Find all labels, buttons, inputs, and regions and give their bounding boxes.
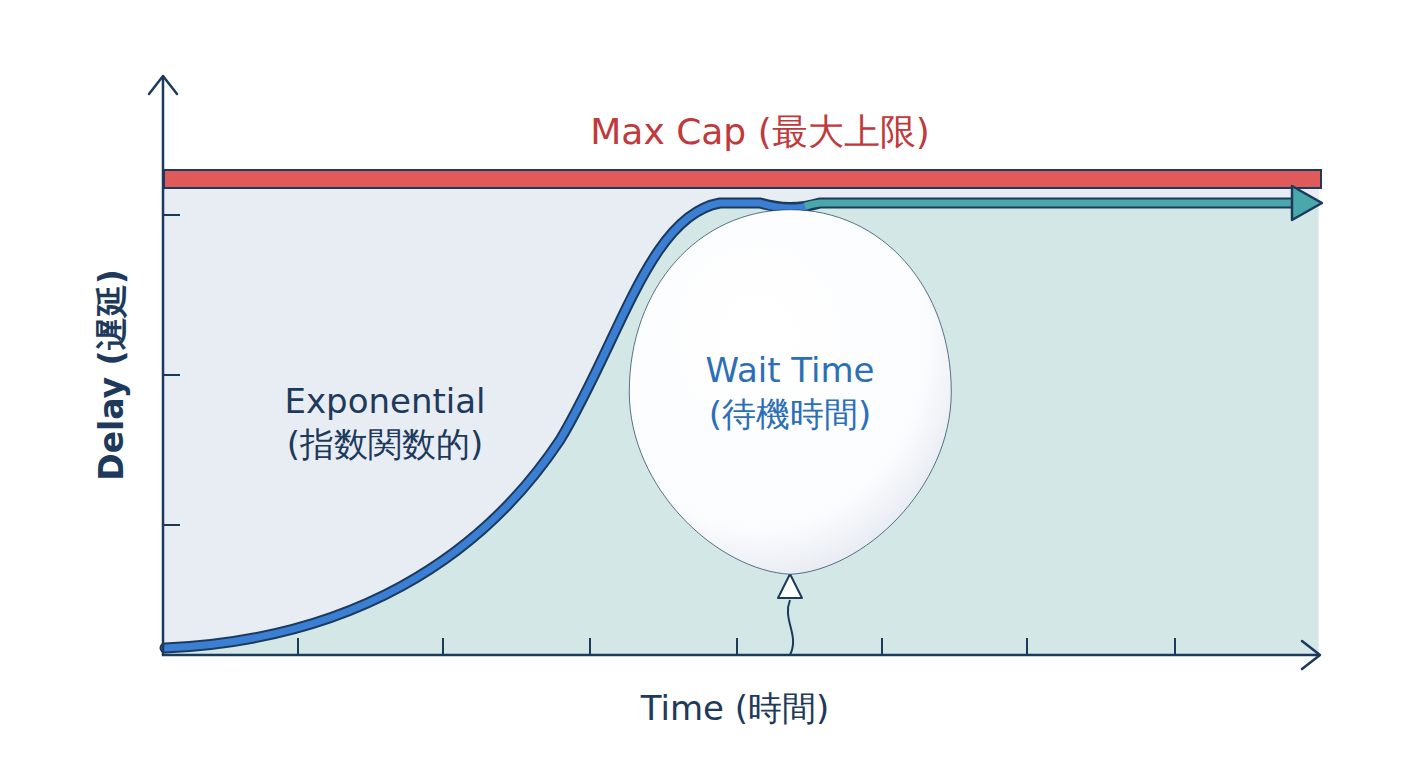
axes	[149, 76, 1320, 669]
balloon-content: Wait Time (待機時間)	[626, 206, 955, 578]
balloon-knot	[778, 574, 802, 598]
y-axis-label: Delay (遅延)	[91, 269, 132, 481]
max-cap-line	[164, 170, 1321, 188]
balloon-string	[788, 600, 793, 655]
capped-curve	[805, 203, 1300, 206]
area-under-curve	[165, 203, 1318, 655]
curve-label: Exponential (指数関数的)	[260, 380, 510, 465]
delay-curve-outline	[165, 203, 1300, 648]
plot-background	[163, 186, 1319, 655]
max-cap-label: Max Cap (最大上限)	[590, 109, 929, 154]
balloon-outline	[626, 206, 955, 578]
curve-arrowhead	[1292, 186, 1322, 220]
balloon-text: Wait Time (待機時間)	[675, 348, 905, 436]
balloon-body	[629, 210, 951, 575]
balloon-shape: Wait Time (待機時間)	[626, 206, 955, 578]
x-axis-label: Time (時間)	[641, 687, 830, 730]
